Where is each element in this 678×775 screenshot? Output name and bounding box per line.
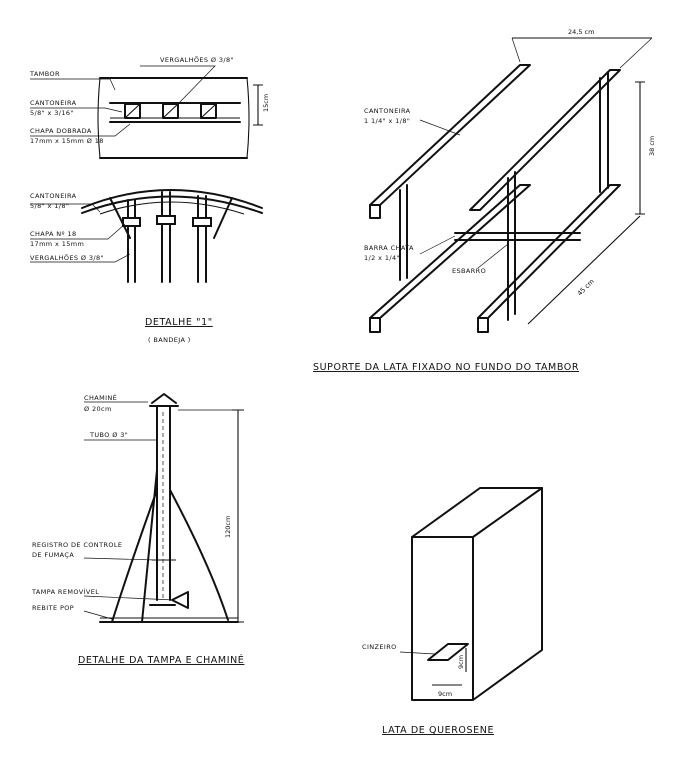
vergalhao-square-2 xyxy=(162,103,179,119)
caption-tampa-chamine: DETALHE DA TAMPA E CHAMINÉ xyxy=(78,654,244,666)
label-cantoneira-a: CANTONEIRA xyxy=(30,99,77,107)
label-chapa-dobrada-size: 17mm x 15mm Ø 18 xyxy=(30,137,104,145)
label-barra-chata: BARRA CHATA xyxy=(364,244,414,252)
label-registro-2: DE FUMAÇA xyxy=(32,551,74,559)
label-chamine: CHAMINÉ xyxy=(84,393,117,402)
dim-24-5cm: 24,5 cm xyxy=(568,28,594,36)
dim-9cm-w: 9cm xyxy=(438,690,452,698)
label-chapa-18: CHAPA Nº 18 xyxy=(30,230,77,238)
support-frame-drawing xyxy=(369,37,653,333)
dim-45cm: 45 cm xyxy=(576,277,596,297)
label-cantoneira-support: CANTONEIRA xyxy=(364,107,411,115)
label-rebite-pop: REBITE POP xyxy=(32,604,74,612)
label-tampa-removivel: TAMPA REMOVÍVEL xyxy=(31,587,99,596)
label-tubo: TUBO Ø 3" xyxy=(89,431,128,439)
vergalhao-square-1 xyxy=(124,103,141,119)
kerosene-can-drawing xyxy=(399,487,543,701)
vergalhao-square-3 xyxy=(200,103,217,119)
label-vergalhoes-bottom: VERGALHÕES Ø 3/8" xyxy=(30,253,104,262)
detail-1-section-view xyxy=(30,65,263,159)
label-cinzeiro: CINZEIRO xyxy=(362,643,397,651)
label-cantoneira-b: CANTONEIRA xyxy=(30,192,77,200)
label-chapa-dobrada: CHAPA DOBRADA xyxy=(30,127,92,135)
subcaption-bandeja: ( BANDEJA ) xyxy=(148,336,191,344)
chimney-drawing xyxy=(83,393,244,623)
label-cantoneira-b-size: 5/8" x 1/8" xyxy=(30,202,69,210)
caption-detalhe-1: DETALHE "1" xyxy=(145,317,213,328)
label-esbarro: ESBARRO xyxy=(452,267,486,275)
label-barra-chata-size: 1/2 x 1/4" xyxy=(364,254,400,262)
label-chamine-size: Ø 20cm xyxy=(84,405,112,413)
dim-15cm: 15cm xyxy=(262,94,270,112)
dim-9cm-h: 9cm xyxy=(457,655,465,669)
dim-38cm: 38 cm xyxy=(648,136,656,156)
caption-lata-querosene: LATA DE QUEROSENE xyxy=(382,725,494,736)
label-vergalhoes-top: VERGALHÕES Ø 3/8" xyxy=(160,55,234,64)
caption-suporte: SUPORTE DA LATA FIXADO NO FUNDO DO TAMBO… xyxy=(313,362,579,373)
label-chapa-18-size: 17mm x 15mm xyxy=(30,240,84,248)
label-cantoneira-a-size: 5/8" x 3/16" xyxy=(30,109,74,117)
label-tambor: TAMBOR xyxy=(29,70,60,78)
dim-120cm: 120cm xyxy=(224,516,232,538)
label-registro: REGISTRO DE CONTROLE xyxy=(32,541,122,549)
label-cantoneira-support-size: 1 1/4" x 1/8" xyxy=(364,117,410,125)
detail-1-tray-view xyxy=(30,189,263,283)
